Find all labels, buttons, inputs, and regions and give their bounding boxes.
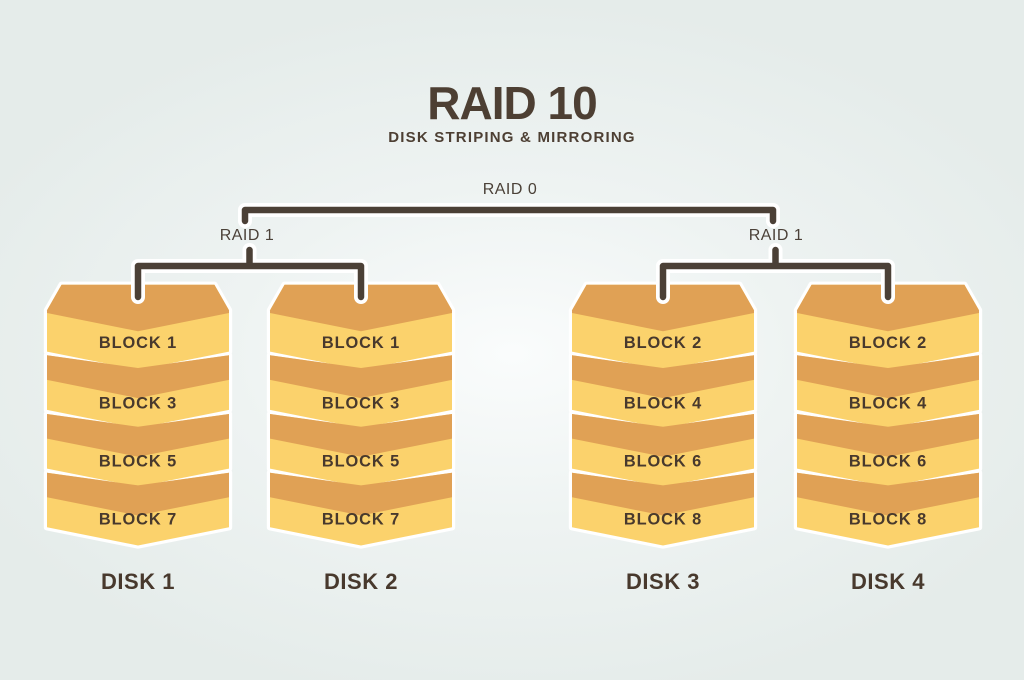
block-label: BLOCK 6 <box>624 452 702 470</box>
raid0-label: RAID 0 <box>482 181 538 198</box>
platter-top-face <box>572 472 754 516</box>
disk-stack-4: BLOCK 2 BLOCK 4 BLOCK 6 BLOCK 8 <box>793 281 983 549</box>
raid0-bracket <box>241 206 777 225</box>
platter-top-face <box>797 472 979 516</box>
disk-name-1: DISK 1 <box>101 569 175 594</box>
platter-top-face <box>270 414 452 457</box>
platter-top-face <box>572 355 754 399</box>
disk-platters <box>270 284 452 546</box>
disk-platters <box>47 284 229 546</box>
disk-stack-3: BLOCK 2 BLOCK 4 BLOCK 6 BLOCK 8 <box>568 281 758 549</box>
block-label: BLOCK 8 <box>624 511 702 529</box>
page-title: RAID 10 <box>427 77 597 129</box>
raid1-label-left: RAID 1 <box>219 227 275 244</box>
connector-wires <box>134 206 892 301</box>
connector-halos <box>131 203 895 304</box>
block-label: BLOCK 5 <box>322 452 400 470</box>
disk-name-4: DISK 4 <box>851 569 925 594</box>
block-label: BLOCK 1 <box>322 334 400 352</box>
disk-platters <box>572 284 754 546</box>
disk-stack-1: BLOCK 1 BLOCK 3 BLOCK 5 BLOCK 7 <box>43 281 233 549</box>
page-subtitle: DISK STRIPING & MIRRORING <box>388 129 636 146</box>
block-label: BLOCK 6 <box>849 452 927 470</box>
platter-top-face <box>47 355 229 399</box>
block-label: BLOCK 1 <box>99 334 177 352</box>
block-label: BLOCK 7 <box>322 511 400 529</box>
block-label: BLOCK 3 <box>99 395 177 413</box>
block-label: BLOCK 7 <box>99 511 177 529</box>
platter-top-face <box>797 414 979 457</box>
platter-top-face <box>572 414 754 457</box>
disk-name-3: DISK 3 <box>626 569 700 594</box>
block-label: BLOCK 4 <box>624 395 702 413</box>
platter-top-face <box>797 355 979 399</box>
block-label: BLOCK 5 <box>99 452 177 470</box>
block-label: BLOCK 2 <box>624 334 702 352</box>
block-label: BLOCK 2 <box>849 334 927 352</box>
disk-platters <box>797 284 979 546</box>
platter-top-face <box>47 414 229 457</box>
disk-name-2: DISK 2 <box>324 569 398 594</box>
platter-top-face <box>47 472 229 516</box>
disk-stack-2: BLOCK 1 BLOCK 3 BLOCK 5 BLOCK 7 <box>266 281 456 549</box>
platter-top-face <box>270 355 452 399</box>
raid1-label-right: RAID 1 <box>748 227 804 244</box>
block-label: BLOCK 4 <box>849 395 927 413</box>
block-label: BLOCK 3 <box>322 395 400 413</box>
platter-top-face <box>270 472 452 516</box>
block-label: BLOCK 8 <box>849 511 927 529</box>
